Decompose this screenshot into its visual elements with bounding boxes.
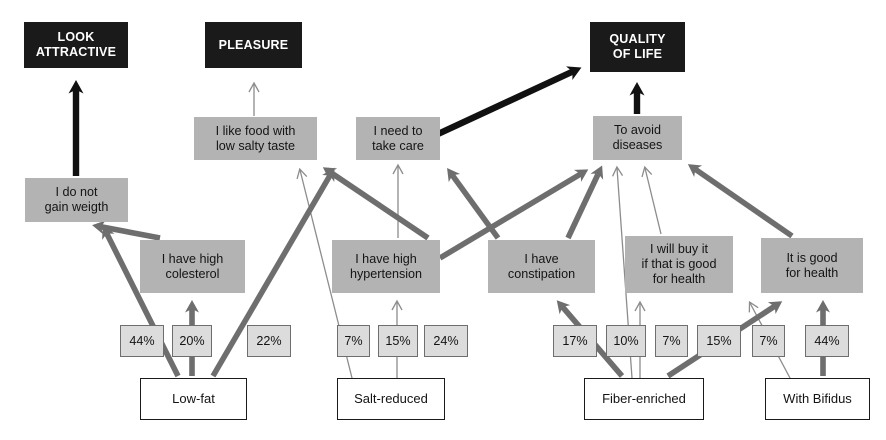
percent-label-p44a-label: 44% — [129, 333, 155, 348]
percent-label-p24-label: 24% — [433, 333, 459, 348]
percent-label-p22: 22% — [247, 325, 291, 357]
percent-label-p44b-label: 44% — [814, 333, 840, 348]
goal-pleasure: PLEASURE — [205, 22, 302, 68]
edge-lowfat-takecare — [210, 167, 335, 378]
edge-hyper-avoid — [438, 169, 589, 261]
percent-label-p15a: 15% — [378, 325, 418, 357]
attribute-lowfat[interactable]: Low-fat — [140, 378, 247, 420]
percent-label-p7b: 7% — [655, 325, 688, 357]
percent-label-p15a-label: 15% — [385, 333, 411, 348]
edge-goodhlth-avoid — [687, 164, 794, 239]
percent-label-p44a: 44% — [120, 325, 164, 357]
attribute-fiber[interactable]: Fiber-enriched — [584, 378, 704, 420]
percent-label-p7c-label: 7% — [759, 333, 778, 348]
percent-label-p7c: 7% — [752, 325, 785, 357]
percent-label-p24: 24% — [424, 325, 468, 357]
attribute-lowfat-label: Low-fat — [172, 391, 215, 407]
attribute-bifidus-label: With Bifidus — [783, 391, 852, 407]
edge-lowfat-noweight — [102, 225, 181, 378]
attribute-salt[interactable]: Salt-reduced — [337, 378, 445, 420]
percent-label-p17-label: 17% — [562, 333, 588, 348]
edge-hyper-lowsalt — [322, 167, 430, 241]
attribute-bifidus[interactable]: With Bifidus — [765, 378, 870, 420]
percent-label-p20-label: 20% — [179, 333, 205, 348]
attribute-salt-label: Salt-reduced — [354, 391, 428, 407]
edges-strong — [68, 66, 645, 176]
percent-label-p7b-label: 7% — [662, 333, 681, 348]
percent-label-p10: 10% — [606, 325, 646, 357]
percent-label-p15b: 15% — [697, 325, 741, 357]
percent-label-p22-label: 22% — [256, 333, 282, 348]
percent-label-p7a: 7% — [337, 325, 370, 357]
percent-label-p17: 17% — [553, 325, 597, 357]
edge-buyit-avoid — [641, 165, 662, 235]
edge-takecare-qol — [436, 66, 582, 137]
percent-label-p7a-label: 7% — [344, 333, 363, 348]
percent-label-p15b-label: 15% — [706, 333, 732, 348]
attribute-fiber-label: Fiber-enriched — [602, 391, 686, 407]
percent-label-p10-label: 10% — [613, 333, 639, 348]
edge-consti-avoid — [565, 165, 604, 240]
goal-pleasure-label: PLEASURE — [218, 37, 289, 52]
percent-label-p44b: 44% — [805, 325, 849, 357]
edge-consti-takecare — [447, 167, 501, 240]
percent-label-p20: 20% — [172, 325, 212, 357]
